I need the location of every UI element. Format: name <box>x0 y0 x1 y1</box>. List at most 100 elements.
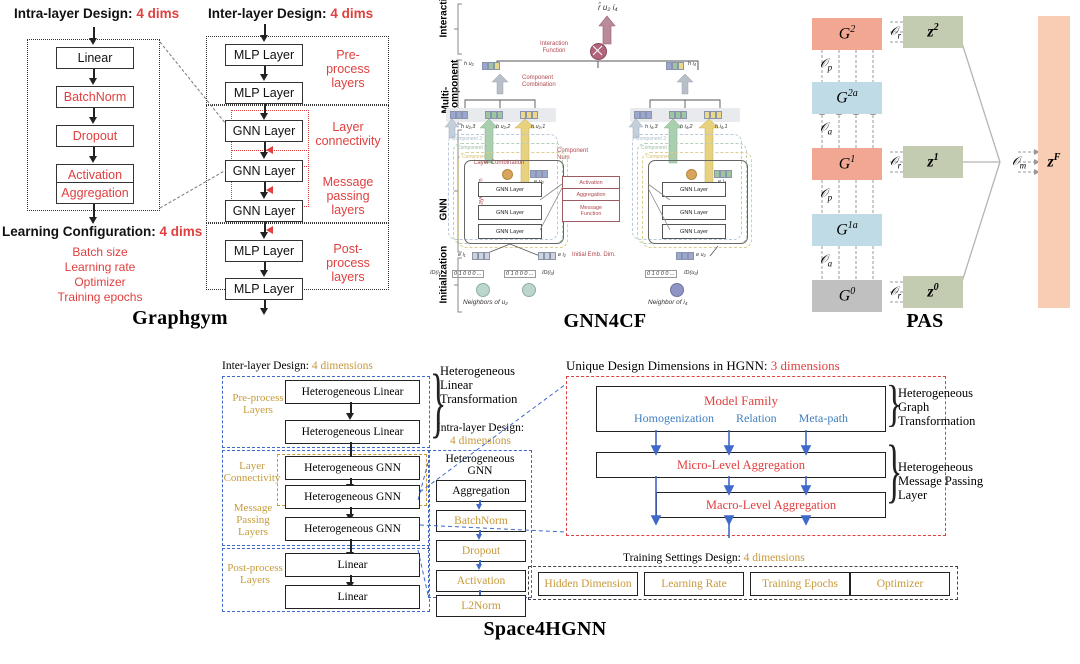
prediction-arrow <box>598 15 616 45</box>
layer-connectivity-label: Layer connectivity <box>315 120 381 148</box>
h-u2-vector <box>482 62 500 70</box>
inter-box-gnn-2[interactable]: GNN Layer <box>225 160 303 182</box>
op-readout-1: 𝒪r <box>890 24 902 41</box>
left-merge-tree <box>464 99 536 110</box>
inter-box-gnn-3[interactable]: GNN Layer <box>225 200 303 222</box>
right-gnn-layer-2[interactable]: GNN Layer <box>662 205 726 220</box>
pas-node-z1[interactable]: z1 <box>903 146 963 178</box>
h-i4-vector <box>666 62 684 70</box>
layer-connectivity-label-sp: Layer Connectivity <box>223 460 281 484</box>
learning-config-heading: Learning Configuration: 4 dims <box>2 224 202 239</box>
right-gnn-stack <box>648 160 748 244</box>
pas-node-g0[interactable]: G0 <box>812 280 882 312</box>
right-component-1 <box>642 152 752 248</box>
node-i2 <box>522 283 536 297</box>
micro-level-box[interactable]: Micro-Level Aggregation <box>596 452 886 478</box>
pas-node-g1a[interactable]: G1a <box>812 214 882 246</box>
inter-layer-heading-text: Inter-layer Design: <box>208 6 327 21</box>
intra-box-linear[interactable]: Linear <box>56 47 134 69</box>
interaction-node-cross <box>592 45 603 56</box>
right-comp-vec-green <box>669 111 687 119</box>
left-gnn-layer-1[interactable]: GNN Layer <box>478 224 542 239</box>
intra-box-aggregation[interactable]: Aggregation <box>56 182 134 204</box>
sp-box-linear-1[interactable]: Linear <box>285 553 420 577</box>
intra-box-batchnorm[interactable]: BatchNorm <box>436 510 526 532</box>
inter-box-gnn-1[interactable]: GNN Layer <box>225 120 303 142</box>
intra-box-dropout[interactable]: Dropout <box>56 125 134 147</box>
preprocess-layers-label: Pre-process Layers <box>232 392 284 416</box>
left-gnn-layer-3[interactable]: GNN Layer <box>478 182 542 197</box>
training-box-learning-rate[interactable]: Learning Rate <box>644 572 744 596</box>
op-aggregation-1: 𝒪a <box>820 120 833 137</box>
detail-message-function[interactable]: Message Function <box>562 200 620 222</box>
h-i4-3-label: h i₄,3 <box>645 124 658 130</box>
option-homogenization[interactable]: Homogenization <box>634 410 714 425</box>
id-mid-label: ID(i₂) <box>542 270 555 276</box>
inter-box-mlp-4[interactable]: MLP Layer <box>225 278 303 300</box>
left-comp-vec-blue <box>450 111 468 119</box>
right-gnn-layer-1[interactable]: GNN Layer <box>662 224 726 239</box>
op-pooling-1: 𝒪p <box>820 56 833 73</box>
inter-box-mlp-2[interactable]: MLP Layer <box>225 82 303 104</box>
training-box-training-epochs[interactable]: Training Epochs <box>750 572 850 596</box>
op-readout-3: 𝒪r <box>890 284 902 301</box>
space-training-heading: Training Settings Design: 4 dimensions <box>623 552 805 564</box>
pas-node-g2a[interactable]: G2a <box>812 82 882 114</box>
intra-box-activation[interactable]: Activation <box>436 570 526 592</box>
postprocess-label: Post- process layers <box>326 242 370 284</box>
postprocess-group-box <box>222 548 430 612</box>
left-layer-combination-node <box>502 169 513 180</box>
sp-box-het-gnn-3[interactable]: Heterogeneous GNN <box>285 517 420 541</box>
neighbors-right-label: Neighbor of i₄ <box>648 299 688 306</box>
graph-transform-brace: } <box>886 376 903 433</box>
inter-box-mlp-3[interactable]: MLP Layer <box>225 240 303 262</box>
pas-node-z0[interactable]: z0 <box>903 276 963 308</box>
sp-box-het-gnn-2[interactable]: Heterogeneous GNN <box>285 485 420 509</box>
graphgym-panel: Intra-layer Design: 4 dims Inter-layer D… <box>0 0 420 340</box>
macro-level-box[interactable]: Macro-Level Aggregation <box>656 492 886 518</box>
left-comp-vec-green <box>485 111 503 119</box>
inter-box-mlp-1[interactable]: MLP Layer <box>225 44 303 66</box>
sp-box-linear-2[interactable]: Linear <box>285 585 420 609</box>
intra-box-l2norm[interactable]: L2Norm <box>436 595 526 617</box>
option-relation[interactable]: Relation <box>736 410 777 425</box>
emb-left-label: e i₁ <box>458 252 466 258</box>
inter-layer-heading: Inter-layer Design: 4 dims <box>208 6 373 21</box>
op-aggregation-2: 𝒪a <box>820 252 833 269</box>
pas-node-z2[interactable]: z2 <box>903 16 963 48</box>
sp-box-het-gnn-1[interactable]: Heterogeneous GNN <box>285 456 420 480</box>
left-gnn-layer-2[interactable]: GNN Layer <box>478 205 542 220</box>
intra-layer-heading-dims: 4 dims <box>136 6 180 21</box>
intra-gnn-title: Heterogeneous GNN <box>445 453 515 477</box>
sp-box-het-linear-1[interactable]: Heterogeneous Linear <box>285 380 420 404</box>
pas-node-zf-label: zF <box>1047 152 1061 171</box>
left-comp-vec-yellow <box>520 111 538 119</box>
sp-box-het-linear-2[interactable]: Heterogeneous Linear <box>285 420 420 444</box>
training-box-optimizer[interactable]: Optimizer <box>850 572 950 596</box>
gnn4cf-title: GNN4CF <box>563 310 647 332</box>
model-family-title: Model Family <box>703 392 779 408</box>
graph-transform-note: Heterogeneous Graph Transformation <box>898 386 976 428</box>
emb-mid-label: e i₂ <box>558 252 566 258</box>
training-box-hidden-dimension[interactable]: Hidden Dimension <box>538 572 638 596</box>
intra-box-aggregation[interactable]: Aggregation <box>436 480 526 502</box>
right-gnn-layer-3[interactable]: GNN Layer <box>662 182 726 197</box>
space4hgnn-title: Space4HGNN <box>483 618 607 640</box>
message-passing-layers-label: Message Passing Layers <box>233 502 273 538</box>
right-comp-vec-yellow <box>704 111 722 119</box>
id-mid-bits: 0 1 0 0 0 ... <box>504 270 536 278</box>
pas-node-g1[interactable]: G1 <box>812 148 882 180</box>
unique-design-region <box>566 376 946 536</box>
gnn-detail-connectors <box>540 183 670 231</box>
model-family-box[interactable]: Model Family Homogenization Relation Met… <box>596 386 886 432</box>
right-combination <box>676 73 694 95</box>
space-unique-heading: Unique Design Dimensions in HGNN: 3 dime… <box>566 358 840 373</box>
op-readout-2: 𝒪r <box>890 154 902 171</box>
pas-node-g2[interactable]: G2 <box>812 18 882 50</box>
intra-box-dropout[interactable]: Dropout <box>436 540 526 562</box>
intra-box-batchnorm[interactable]: BatchNorm <box>56 86 134 108</box>
option-metapath[interactable]: Meta-path <box>798 410 848 425</box>
pas-node-zf[interactable] <box>1038 16 1070 308</box>
id-right-label: ID(u₂) <box>684 270 699 276</box>
learning-item-batch-size: Batch size <box>72 245 128 259</box>
